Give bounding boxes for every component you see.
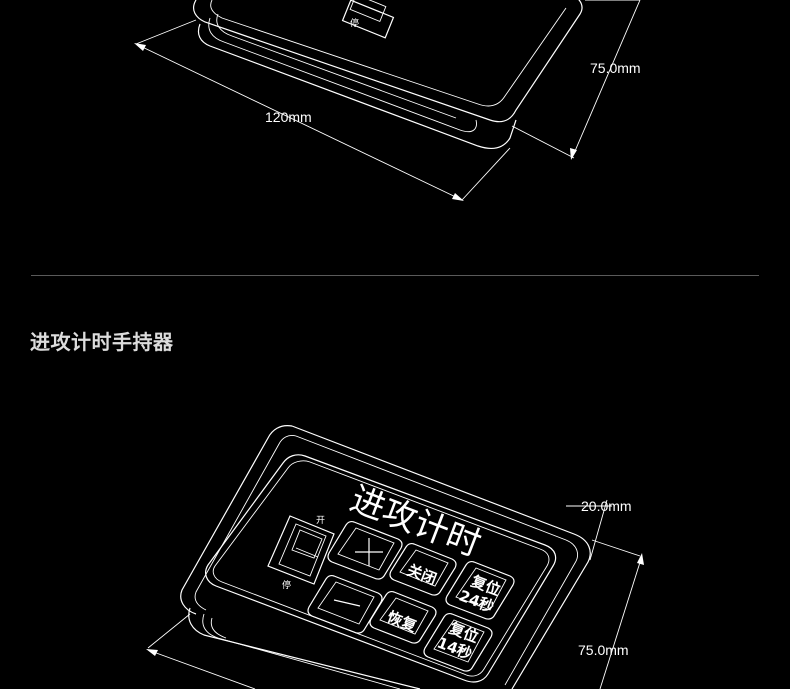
height-dim-line — [599, 555, 643, 689]
switch-top-label: 开 — [316, 515, 325, 526]
panel-inner-outline — [212, 460, 550, 677]
reset-24s-button[interactable]: 复位 24秒 — [445, 561, 515, 620]
section-title: 进攻计时手持器 — [30, 330, 174, 354]
top-width-dim-line — [135, 43, 463, 201]
switch-bottom-label: 停 — [282, 579, 291, 591]
power-switch[interactable] — [267, 515, 335, 585]
plus-button[interactable] — [327, 521, 403, 580]
top-height-label: 75.0mm — [590, 60, 641, 76]
height-label: 75.0mm — [578, 642, 629, 658]
top-width-label: 120mm — [265, 109, 312, 125]
section-divider — [31, 275, 759, 276]
top-width-arrow-right — [452, 193, 464, 201]
svg-text:关闭: 关闭 — [405, 561, 439, 589]
minus-button[interactable] — [307, 575, 383, 634]
width-dim-line — [147, 649, 256, 689]
top-width-ext-left — [135, 19, 197, 45]
width-ext-left — [147, 613, 191, 649]
depth-label: 20.0mm — [581, 498, 632, 514]
top-switch-inner — [349, 0, 387, 22]
top-width-arrow-left — [134, 43, 146, 51]
top-casing-inner — [210, 0, 567, 107]
depth-ext-bottom — [591, 539, 641, 557]
panel-outline — [205, 454, 557, 683]
top-grip-inner — [216, 13, 457, 119]
top-casing-outline — [193, 0, 583, 123]
width-arrow-left — [146, 649, 158, 656]
casing-ring — [194, 435, 578, 686]
top-height-dim-line — [571, 0, 641, 159]
svg-text:恢复: 恢复 — [385, 608, 420, 636]
top-switch-label: 停 — [350, 17, 359, 29]
casing-outer — [180, 425, 591, 689]
top-width-ext-right — [461, 147, 511, 201]
casing-grip-inner — [210, 617, 227, 639]
top-switch-body — [341, 0, 395, 39]
top-height-arrow-bottom — [570, 148, 577, 160]
top-casing-lip — [197, 23, 517, 150]
casing-lip — [188, 607, 421, 689]
casing-grip — [202, 613, 401, 689]
height-arrow-top — [637, 553, 644, 565]
depth-dim-line — [589, 499, 608, 561]
top-grip — [208, 17, 477, 133]
top-height-ext-bottom — [511, 125, 575, 159]
restore-button[interactable]: 恢复 — [369, 591, 437, 644]
